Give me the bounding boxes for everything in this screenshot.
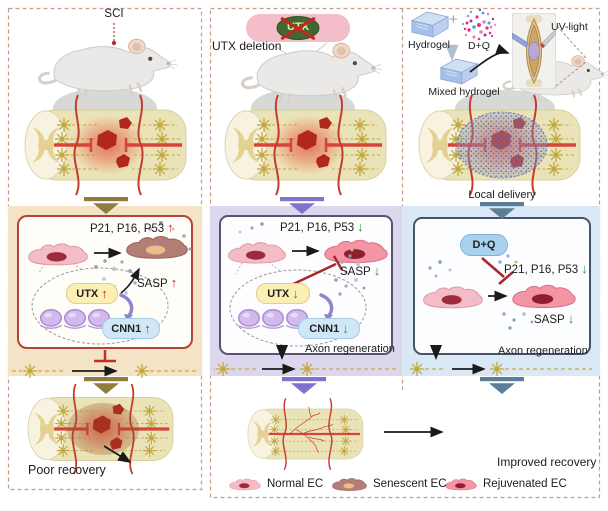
panel-right-art <box>409 254 592 377</box>
outcome-arrow <box>103 445 132 463</box>
down-arrow-icon: ↓ <box>581 261 588 276</box>
up-arrow-icon: ↑ <box>144 321 151 336</box>
dq-label: D+Q <box>468 40 490 52</box>
mixed-hydrogel-label: Mixed hydrogel <box>428 86 500 98</box>
p1-sasp-label: SASP↑ <box>137 275 178 290</box>
cnn1-pill: CNN1↓ <box>298 318 360 339</box>
improved-recovery-group <box>248 398 608 511</box>
injured-spinal-cord <box>25 95 186 195</box>
poor-recovery-group <box>28 384 559 511</box>
legend-senescent-ec-label: Senescent EC <box>373 478 447 490</box>
p2-sasp-label: SASP↓ <box>340 263 381 278</box>
dq-inhibition <box>481 257 505 278</box>
flow-arrow-left-bottom <box>84 377 128 394</box>
local-delivery-label: Local delivery <box>468 189 536 201</box>
flow-arrow-middle-bottom <box>282 377 326 394</box>
sasp-dots <box>238 222 366 296</box>
p3-sasp-label: SASP↓ <box>534 311 575 326</box>
plus-icon: + <box>449 11 458 28</box>
hydrogel-treated-spinal-cord <box>419 95 580 195</box>
up-arrow-icon: ↑ <box>101 286 108 301</box>
legend-senescent-ec-icon <box>332 478 367 491</box>
utx-pill: UTX↓ <box>256 283 310 304</box>
utx-pill: UTX↑ <box>66 283 118 304</box>
axon-strip-right <box>409 361 592 377</box>
axon-strip-left <box>12 363 196 379</box>
injured-spinal-cord <box>225 95 386 195</box>
p2-markers-label: P21, P16, P53↓ <box>280 219 364 234</box>
up-arrow-icon: ↑ <box>167 220 174 235</box>
improved-recovery-label: Improved recovery <box>497 455 597 469</box>
flow-arrow-right-bottom <box>480 377 524 394</box>
down-arrow-icon: ↓ <box>342 321 349 336</box>
legend-normal-ec-icon <box>229 478 261 491</box>
hydrogel-label: Hydrogel <box>407 39 451 51</box>
p3-markers-label: P21, P16, P53↓ <box>504 261 588 276</box>
uv-callout-line <box>555 61 587 87</box>
up-arrow-icon: ↑ <box>170 275 178 290</box>
p1-markers-label: P21, P16, P53↑ <box>90 220 174 235</box>
axon-strip-middle <box>214 361 396 377</box>
regenerated-spinal-cord <box>248 398 363 469</box>
uv-callout-line <box>556 25 587 59</box>
p3-axon-label: Axon regeneration <box>498 345 588 357</box>
sci-label: SCI <box>104 8 124 20</box>
down-arrow-icon: ↓ <box>292 286 299 301</box>
poor-recovery-label: Poor recovery <box>28 463 106 477</box>
sasp-dots <box>428 254 534 330</box>
dq-pill: D+Q <box>460 234 508 256</box>
down-arrow-icon: ↓ <box>373 263 381 278</box>
uv-light-label: UV-light <box>551 21 588 33</box>
chronic-lesion-tint <box>67 403 139 455</box>
legend-normal-ec-label: Normal EC <box>267 478 324 490</box>
p2-axon-label: Axon regeneration <box>305 343 395 355</box>
surgical-field-icon <box>512 13 556 89</box>
legend-rejuvenated-ec-icon <box>445 478 477 491</box>
mouse-icon <box>37 37 179 99</box>
injury-site-dot <box>111 40 117 46</box>
utx-deletion-label: UTX deletion <box>212 39 282 53</box>
hydrogel-icon <box>411 11 449 38</box>
legend-rejuvenated-ec-label: Rejuvenated EC <box>483 478 567 490</box>
cnn1-pill: CNN1↑ <box>102 318 160 339</box>
apply-arrow <box>469 43 510 73</box>
down-arrow-icon: ↓ <box>567 311 575 326</box>
down-arrow-icon: ↓ <box>357 219 364 234</box>
dq-drug-burst-icon <box>462 8 496 41</box>
sasp-secretion-arrow <box>120 267 140 294</box>
